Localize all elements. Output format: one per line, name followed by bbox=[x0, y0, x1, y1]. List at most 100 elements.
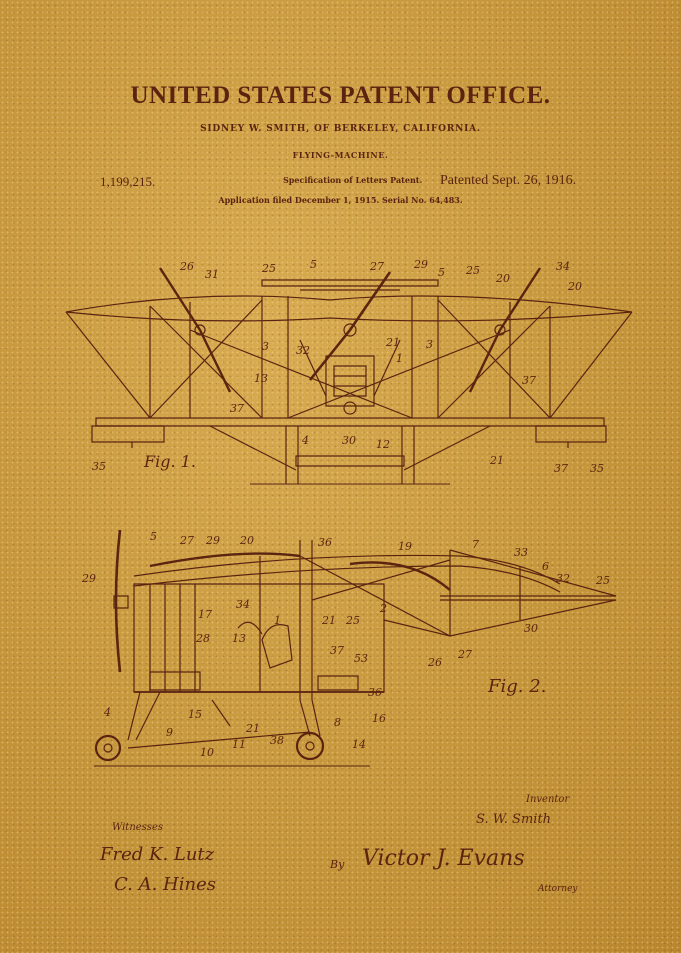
fig1-ref: 27 bbox=[370, 260, 384, 273]
fig1-right-hub bbox=[495, 325, 505, 335]
fig1-brace bbox=[150, 306, 262, 418]
fig1-ref: 35 bbox=[590, 462, 604, 475]
fig2-ref: 27 bbox=[180, 534, 194, 547]
inventor-line: SIDNEY W. SMITH, OF BERKELEY, CALIFORNIA… bbox=[200, 124, 481, 134]
fig2-ref: 25 bbox=[596, 574, 610, 587]
fig1-ref: 3 bbox=[262, 340, 269, 353]
fig2-ref: 9 bbox=[166, 726, 173, 739]
fig1-ref: 3 bbox=[426, 338, 433, 351]
fig1-ref: 30 bbox=[342, 434, 356, 447]
fig2-ref: 29 bbox=[206, 534, 220, 547]
fig1-ref: 13 bbox=[254, 372, 268, 385]
inventor-caption: Inventor bbox=[526, 794, 570, 805]
patent-number: 1,199,215. bbox=[100, 174, 156, 189]
attorney-signature: Victor J. Evans bbox=[362, 846, 525, 871]
fig2-ref: 33 bbox=[514, 546, 528, 559]
fig2-ref: 37 bbox=[330, 644, 344, 657]
fig2-elevator bbox=[350, 562, 450, 590]
fig2-ref: 2 bbox=[380, 602, 387, 615]
fig1-brace bbox=[190, 330, 412, 418]
fig1-ref: 20 bbox=[496, 272, 510, 285]
fig1-ref: 37 bbox=[230, 402, 244, 415]
fig1-brace bbox=[438, 300, 550, 418]
fig1-ref: 21 bbox=[386, 336, 400, 349]
fig2-rear-wheel bbox=[297, 733, 323, 759]
fig1-top-rail bbox=[262, 280, 438, 286]
invention-subject: FLYING-MACHINE. bbox=[292, 150, 389, 160]
fig2-ref: 25 bbox=[346, 614, 360, 627]
fig2-front-wheel bbox=[96, 736, 120, 760]
attorney-caption: Attorney bbox=[538, 884, 578, 894]
fig2-ref: 6 bbox=[542, 560, 549, 573]
fig2-ref: 32 bbox=[556, 572, 570, 585]
fig1-ref: 12 bbox=[376, 438, 390, 451]
fig1-right-float bbox=[536, 426, 606, 442]
specification-label: Specification of Letters Patent. bbox=[283, 175, 423, 185]
fig2-ref: 19 bbox=[398, 540, 412, 553]
fig2-ref: 30 bbox=[524, 622, 538, 635]
fig2-ref: 14 bbox=[352, 738, 366, 751]
fig2-ref: 36 bbox=[318, 536, 332, 549]
fig1-left-hub bbox=[195, 325, 205, 335]
witness-1-signature: Fred K. Lutz bbox=[100, 844, 215, 865]
fig1-left-float bbox=[92, 426, 164, 442]
fig1-ref: 37 bbox=[522, 374, 536, 387]
fig2-propeller bbox=[116, 530, 120, 672]
witness-2-signature: C. A. Hines bbox=[114, 874, 216, 895]
fig1-center-propeller bbox=[310, 272, 390, 380]
fig2-ref: 13 bbox=[232, 632, 246, 645]
figure-2-label: Fig. 2. bbox=[488, 676, 547, 697]
fig1-ref: 37 bbox=[554, 462, 568, 475]
fig1-right-propeller bbox=[470, 268, 540, 392]
fig2-ref: 21 bbox=[322, 614, 336, 627]
fig2-ref: 26 bbox=[428, 656, 442, 669]
fig2-ref: 29 bbox=[82, 572, 96, 585]
fig2-ref: 53 bbox=[354, 652, 368, 665]
fig1-left-propeller bbox=[160, 268, 230, 392]
fig1-ref: 5 bbox=[310, 258, 317, 271]
fig2-upper-wing bbox=[134, 555, 560, 584]
fig2-hub bbox=[114, 596, 128, 608]
inventor-signature: S. W. Smith bbox=[476, 812, 552, 827]
fig1-lower-wing bbox=[96, 418, 604, 426]
fig2-ref: 28 bbox=[196, 632, 210, 645]
patented-date: Patented Sept. 26, 1916. bbox=[440, 173, 577, 188]
fig2-ref: 38 bbox=[270, 734, 284, 747]
fig1-brace bbox=[438, 306, 550, 418]
fig2-ref: 1 bbox=[274, 614, 281, 627]
fig1-engine bbox=[326, 356, 374, 406]
fig1-brace bbox=[288, 330, 510, 418]
fig2-ref: 21 bbox=[246, 722, 260, 735]
fig2-ref: 7 bbox=[472, 538, 479, 551]
fig1-ref: 20 bbox=[568, 280, 582, 293]
by-label: By bbox=[330, 858, 345, 871]
figure-1-label: Fig. 1. bbox=[144, 452, 196, 471]
fig2-seat bbox=[262, 625, 292, 668]
fig2-ref: 36 bbox=[368, 686, 382, 699]
fig1-brace bbox=[550, 312, 632, 418]
fig1-ref: 32 bbox=[296, 344, 310, 357]
fig1-ref: 4 bbox=[302, 434, 309, 447]
application-line: Application filed December 1, 1915. Seri… bbox=[218, 195, 463, 205]
fig2-ref: 16 bbox=[372, 712, 386, 725]
fig1-ref: 34 bbox=[556, 260, 570, 273]
fig1-brace bbox=[150, 300, 262, 418]
fig2-ref: 15 bbox=[188, 708, 202, 721]
fig2-ref: 34 bbox=[236, 598, 250, 611]
fig2-ref: 27 bbox=[458, 648, 472, 661]
fig2-ref: 8 bbox=[334, 716, 341, 729]
fig1-ref: 25 bbox=[466, 264, 480, 277]
witnesses-caption: Witnesses bbox=[112, 822, 163, 833]
fig1-ref: 29 bbox=[414, 258, 428, 271]
fig1-ref: 26 bbox=[180, 260, 194, 273]
fig1-ref: 35 bbox=[92, 460, 106, 473]
fig2-ref: 5 bbox=[150, 530, 157, 543]
fig2-ref: 11 bbox=[232, 738, 246, 751]
patent-office-title: UNITED STATES PATENT OFFICE. bbox=[130, 82, 551, 109]
fig2-ref: 20 bbox=[240, 534, 254, 547]
fig1-brace bbox=[66, 312, 150, 418]
fig2-ref: 4 bbox=[104, 706, 111, 719]
fig1-ref: 21 bbox=[490, 454, 504, 467]
